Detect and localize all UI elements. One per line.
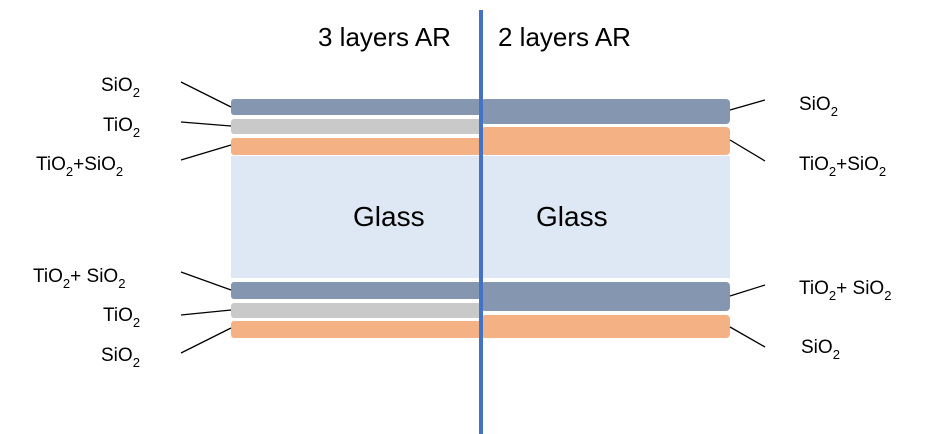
label-left-top-tio2: TiO2 [103,115,140,140]
left-top-sio2-layer [231,99,481,115]
left-bottom-tio2-layer [231,303,481,318]
label-right-top-sio2: SiO2 [799,94,838,119]
left-top-mixed-layer [231,138,481,155]
leader-lines-left [180,81,232,354]
label-left-bottom-mixed: TiO2+ SiO2 [33,266,125,291]
label-right-bottom-sio2: SiO2 [801,337,840,362]
label-right-top-mixed: TiO2+SiO2 [799,154,886,179]
label-left-bottom-tio2: TiO2 [103,305,140,330]
left-top-tio2-layer [231,119,481,134]
label-right-bottom-mixed: TiO2+ SiO2 [799,278,891,303]
label-left-bottom-sio2: SiO2 [101,345,140,370]
left-bottom-mixed-layer [231,282,481,299]
glass-label-left: Glass [353,201,425,232]
right-top-sio2-layer [481,99,730,124]
right-bottom-mixed-layer [481,282,730,311]
right-bottom-sio2-layer [481,315,730,338]
right-title: 2 layers AR [498,22,631,52]
label-left-top-sio2: SiO2 [101,75,140,100]
right-top-mixed-layer [481,127,730,155]
label-left-top-mixed: TiO2+SiO2 [36,154,123,179]
glass-label-right: Glass [536,201,608,232]
leader-lines-right [729,99,766,348]
left-title: 3 layers AR [318,22,451,52]
left-bottom-sio2-layer [231,321,481,338]
